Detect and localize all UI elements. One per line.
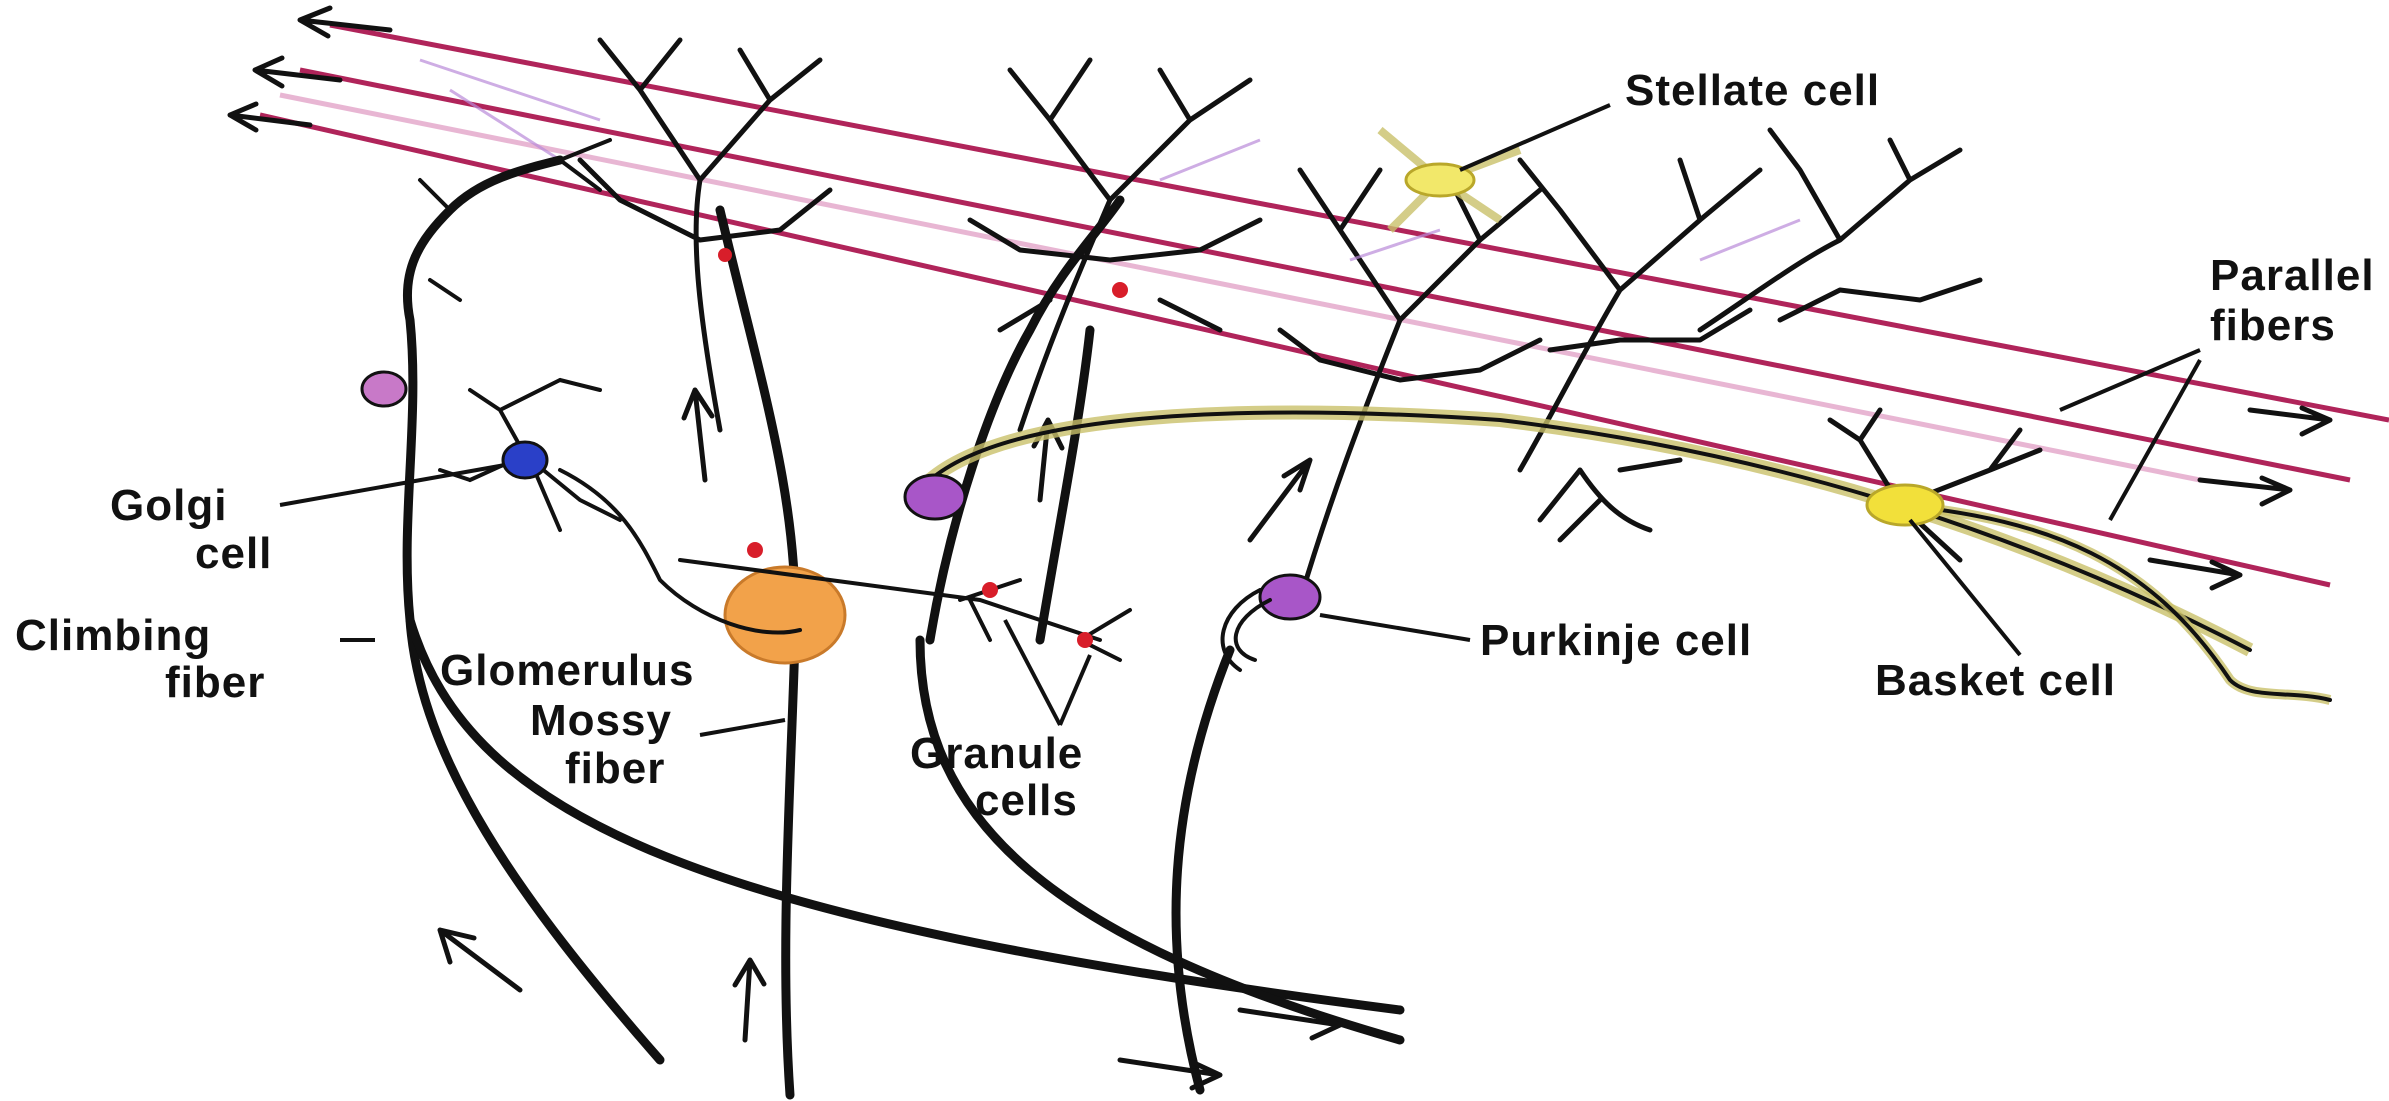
- climbing-fiber: [362, 140, 660, 1060]
- leader-stellate: [1460, 105, 1610, 170]
- leader-golgi: [280, 465, 505, 505]
- label-granule-cells-2: cells: [975, 776, 1078, 825]
- label-purkinje-cell: Purkinje cell: [1480, 616, 1752, 665]
- pf-arrow-left-2: [255, 58, 340, 86]
- golgi-soma: [503, 442, 547, 478]
- parallel-synapse-1: [1112, 282, 1128, 298]
- label-basket-cell: Basket cell: [1875, 656, 2116, 705]
- purkinje-soma-2-basket: [1223, 590, 1270, 670]
- climbing-fiber-axon: [407, 160, 660, 1060]
- stellate-cell: [1380, 130, 1520, 230]
- label-glomerulus: Glomerulus: [440, 646, 695, 695]
- purkinje-dendritic-trees: [420, 40, 1980, 600]
- parallel-fiber-1: [330, 25, 2389, 420]
- pf-arrow-right-1: [2250, 408, 2330, 434]
- leader-purkinje: [1320, 615, 1470, 640]
- axon-arrow-2: [1120, 1060, 1220, 1088]
- parallel-synapse-2: [718, 248, 732, 262]
- parallel-fiber-faint: [280, 95, 2200, 480]
- granule-up-arrow-2: [1250, 460, 1310, 540]
- purkinje-tree-5: [1700, 130, 1980, 330]
- label-parallel-fibers-1: Parallel: [2210, 251, 2375, 300]
- mossy-fiber-up-arrow: [684, 390, 712, 480]
- purkinje-tree-6: [1540, 460, 1680, 540]
- label-mossy-fiber-2: fiber: [565, 744, 665, 793]
- granule-synapse-2: [982, 582, 998, 598]
- pf-arrow-right-2: [2200, 478, 2290, 504]
- climbing-fiber-arrow: [440, 930, 520, 990]
- label-granule-cells-1: Granule: [910, 729, 1083, 778]
- mossy-fiber: [684, 210, 845, 1095]
- parallel-fibers: [230, 8, 2389, 588]
- mossy-fiber-arrow: [735, 960, 764, 1040]
- label-golgi-cell-2: cell: [195, 529, 272, 578]
- leader-granule-2: [1060, 655, 1090, 725]
- label-mossy-fiber-1: Mossy: [530, 696, 672, 745]
- purkinje-soma-2: [1260, 575, 1320, 619]
- pf-arrow-right-3: [2150, 560, 2240, 588]
- label-golgi-cell-1: Golgi: [110, 481, 227, 530]
- label-climbing-fiber-1: Climbing: [15, 611, 211, 660]
- granule-synapse-3: [1077, 632, 1093, 648]
- purkinje-tree-2: [970, 60, 1260, 430]
- leader-mossy: [700, 720, 785, 735]
- label-climbing-fiber-2: fiber: [165, 658, 265, 707]
- leader-granule-1: [1005, 620, 1060, 725]
- label-stellate-cell: Stellate cell: [1625, 66, 1880, 115]
- purkinje-soma-1: [905, 475, 965, 519]
- purkinje-axon-3: [1176, 650, 1230, 1090]
- label-parallel-fibers-2: fibers: [2210, 301, 2336, 350]
- granule-synapse-1: [747, 542, 763, 558]
- basket-soma: [1867, 485, 1943, 525]
- granule-axon-2: [1040, 330, 1090, 640]
- climbing-fiber-terminal: [362, 372, 406, 406]
